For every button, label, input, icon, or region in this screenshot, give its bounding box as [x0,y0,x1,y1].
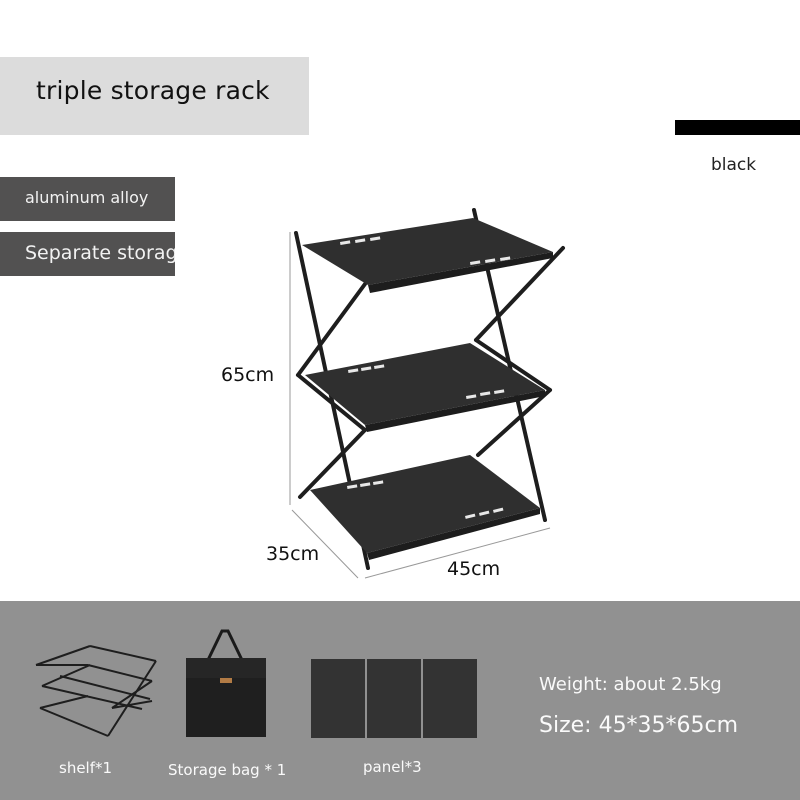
depth-label: 35cm [266,543,320,565]
rack-product-image [289,208,565,579]
middle-shelf [305,343,545,432]
top-shelf [302,218,553,293]
height-label: 65cm [221,364,275,386]
content-bag-label: Storage bag * 1 [168,761,287,779]
tag-feature: Separate storag [0,232,175,276]
title-banner [0,57,309,135]
bottom-shelf [310,455,540,560]
storage-bag-image [186,629,266,737]
package-contents-panel: shelf*1 Storage bag * 1 panel*3 Weight: … [0,601,800,800]
width-dimension-line [364,527,551,579]
weight-spec: Weight: about 2.5kg [539,674,722,695]
depth-dimension-line [291,509,359,579]
content-panel-label: panel*3 [363,758,422,776]
size-spec: Size: 45*35*65cm [539,713,739,738]
panels-image [311,659,477,738]
content-shelf-label: shelf*1 [59,759,113,777]
color-label: black [711,155,757,175]
width-label: 45cm [447,558,501,580]
tag-material: aluminum alloy [0,177,175,221]
shelf-frame-image [35,645,157,737]
product-title: triple storage rack [36,76,270,105]
bag-label-patch [220,678,232,683]
color-swatch-black[interactable] [675,120,800,135]
